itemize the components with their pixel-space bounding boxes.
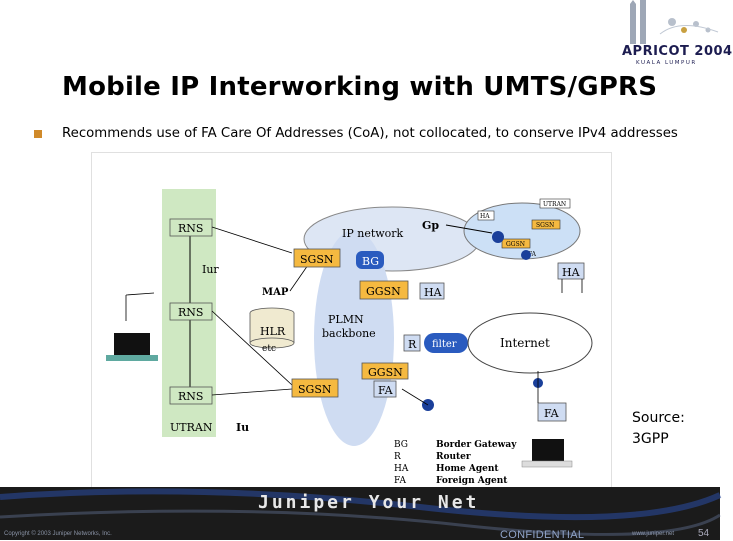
sgsn-1 [293, 248, 341, 268]
laptop-right-base [521, 460, 573, 468]
legend-ha: HA [394, 464, 409, 474]
slide-title: Mobile IP Interworking with UMTS/GPRS [62, 72, 658, 102]
legend-fa-text: Foreign Agent [436, 476, 508, 486]
label-gp: Gp [422, 219, 439, 232]
logo-subtitle: KUALA LUMPUR [636, 60, 697, 66]
filter-label: filter [432, 339, 457, 350]
internet-cloud [467, 312, 593, 374]
juniper-brand: Juniper Your Net [258, 492, 480, 513]
label-iur: Iur [202, 263, 219, 276]
home-agent-right-label: HA [562, 266, 581, 279]
diagram-canvas: UTRAN HA SGSN GGSN FA Gp IP network RNS … [106, 189, 593, 486]
label-sgsn-top: SGSN [536, 222, 554, 229]
label-map: MAP [262, 287, 289, 298]
router-top-2 [521, 250, 531, 260]
plmn-label: PLMN [328, 313, 364, 326]
label-ha-top: HA [480, 213, 490, 220]
network-diagram: UTRAN HA SGSN GGSN FA Gp IP network RNS … [91, 152, 612, 490]
legend-r: R [394, 452, 401, 462]
apricot-logo [630, 0, 719, 44]
router-top-1 [492, 231, 504, 243]
laptop-left-screen [114, 333, 150, 355]
copyright-text: Copyright © 2003 Juniper Networks, Inc. [4, 531, 112, 537]
legend-bg-text: Border Gateway [436, 440, 517, 450]
foreign-agent-1 [373, 380, 397, 398]
hlr-label: HLR [260, 325, 286, 338]
source-citation: Source: 3GPP [632, 410, 685, 447]
label-fa-top: FA [528, 251, 537, 258]
logo-title: APRICOT 2004 [622, 44, 733, 59]
sgsn-1-label: SGSN [300, 253, 334, 266]
label-ggsn-top: GGSN [506, 241, 525, 248]
footer-bar [0, 487, 722, 540]
backbone-label: backbone [322, 327, 376, 340]
legend-fa: FA [394, 476, 406, 486]
legend-bg: BG [394, 440, 408, 450]
ggsn-2 [361, 362, 409, 380]
router-r-label: R [408, 338, 417, 351]
legend-ha-text: Home Agent [436, 464, 499, 474]
confidential-label: CONFIDENTIAL [500, 529, 585, 541]
ggsn-1 [359, 280, 409, 300]
hlr-database [249, 337, 295, 349]
border-gateway-label: BG [362, 255, 379, 268]
diagram-legend: BG Border Gateway R Router HA Home Agent… [394, 440, 517, 486]
border-gateway [356, 251, 384, 269]
rns-1 [169, 218, 213, 237]
label-utran-top: UTRAN [543, 201, 566, 208]
internet-label: Internet [500, 336, 550, 350]
home-agent-1-label: HA [424, 286, 443, 299]
foreign-agent-right [537, 402, 567, 422]
footer-url: www.juniper.net [632, 531, 675, 537]
label-iu: Iu [236, 421, 249, 434]
rns-1-label: RNS [178, 222, 203, 235]
footer-swoosh-icon [0, 488, 722, 536]
rns-3-label: RNS [178, 390, 203, 403]
rns-3 [169, 386, 213, 405]
laptop-right-screen [532, 439, 564, 461]
ggsn-2-label: GGSN [368, 366, 403, 379]
home-agent-right [557, 262, 585, 280]
filter-element [424, 333, 468, 353]
legend-r-text: Router [436, 452, 471, 462]
label-ip-network: IP network [342, 227, 404, 240]
laptop-left-base [106, 355, 158, 361]
router-r [403, 334, 421, 352]
home-agent-1 [419, 282, 445, 300]
rns-2-label: RNS [178, 306, 203, 319]
foreign-agent-1-label: FA [378, 384, 394, 397]
ggsn-1-label: GGSN [366, 285, 401, 298]
etc-label: etc [262, 344, 276, 354]
foreign-agent-right-label: FA [544, 407, 560, 420]
label-utran-bottom: UTRAN [170, 421, 213, 434]
page-number: 54 [698, 528, 710, 539]
bullet-marker-icon [34, 130, 42, 138]
sgsn-2-label: SGSN [298, 383, 332, 396]
sgsn-2 [291, 378, 339, 398]
bullet-text: Recommends use of FA Care Of Addresses (… [62, 126, 678, 141]
